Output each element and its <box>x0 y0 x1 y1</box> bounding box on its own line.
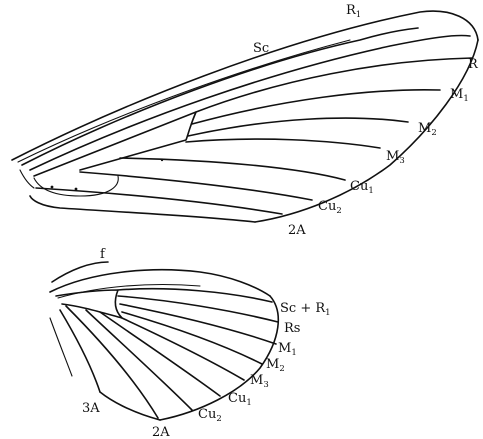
label-f: f <box>100 247 106 262</box>
label-2a: 2A <box>288 223 306 238</box>
forewing-dot <box>75 188 78 191</box>
label-m3: M3 <box>250 373 269 390</box>
label-r1: R1 <box>346 3 361 20</box>
vein-m1 <box>120 304 276 344</box>
label-2a: 2A <box>152 425 170 439</box>
vein-rs <box>196 58 472 112</box>
label-m3: M3 <box>386 149 405 166</box>
vein-cu1 <box>100 312 220 396</box>
forewing-inner-margin <box>30 196 255 222</box>
label-cu2: Cu2 <box>318 199 342 216</box>
hindwing-frenulum <box>52 262 108 282</box>
vein-m2 <box>188 118 408 136</box>
forewing: Sc R1 R M1 M2 M3 Cu1 Cu2 2A <box>12 3 479 238</box>
label-cu1: Cu1 <box>228 391 252 408</box>
hindwing-costal-inner <box>58 285 200 299</box>
label-m2: M2 <box>266 357 285 374</box>
hindwing: f Sc + R1 Rs M1 M2 M3 Cu1 Cu2 3A 2A <box>50 247 331 439</box>
vein-m3 <box>186 139 380 148</box>
label-m1: M1 <box>278 341 297 358</box>
label-m1: M1 <box>450 87 469 104</box>
vein-sc-r1 <box>118 289 272 302</box>
label-sc: Sc <box>253 41 269 56</box>
vein-2a <box>36 188 282 214</box>
label-sc-r1: Sc + R1 <box>280 301 331 318</box>
forewing-dot <box>161 159 163 161</box>
vein-3a <box>60 310 100 392</box>
vein-r1 <box>30 35 470 170</box>
label-rs: Rs <box>284 321 300 336</box>
forewing-dot <box>51 186 54 189</box>
vein-cu2 <box>86 310 192 410</box>
label-3a: 3A <box>82 401 100 416</box>
hindwing-anal-fold <box>50 318 72 376</box>
label-cu1: Cu1 <box>350 179 374 196</box>
label-rs: R <box>468 57 479 72</box>
hindwing-outer-margin <box>160 296 278 420</box>
vein-m3 <box>122 318 244 380</box>
forewing-base-line <box>20 170 34 188</box>
label-cu2: Cu2 <box>198 407 222 424</box>
label-m2: M2 <box>418 121 437 138</box>
vein-cu1 <box>120 158 345 180</box>
